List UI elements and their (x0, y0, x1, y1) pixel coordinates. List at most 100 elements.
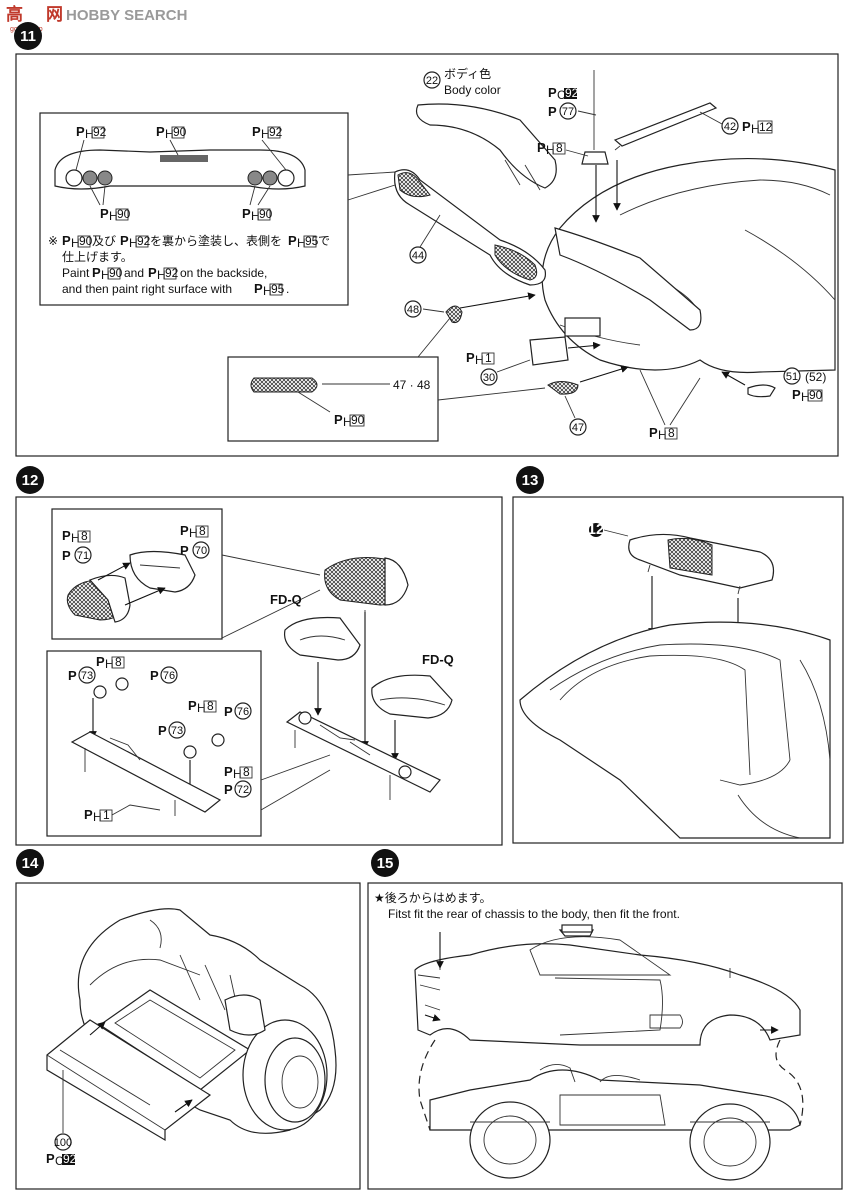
svg-text:11: 11 (20, 28, 36, 45)
svg-text:P: P (792, 387, 801, 402)
inset-ph92-left-label: P H 92 (76, 124, 107, 141)
svg-text:77: 77 (562, 106, 574, 118)
svg-text:H: H (297, 236, 306, 250)
svg-text:P: P (62, 233, 71, 248)
svg-text:H: H (251, 209, 260, 223)
svg-text:H: H (263, 284, 272, 298)
inset-ph92-right-label: P H 92 (252, 124, 283, 141)
svg-text:P: P (92, 265, 101, 280)
svg-text:22: 22 (426, 75, 438, 87)
light-bar-assembled (628, 533, 775, 595)
svg-text:H: H (189, 526, 198, 540)
svg-text:P: P (254, 281, 263, 296)
svg-text:H: H (801, 390, 810, 404)
inset-light-bar (39, 112, 349, 306)
svg-text:P: P (252, 124, 261, 139)
svg-text:H: H (751, 122, 760, 136)
svg-text:FD-Q: FD-Q (270, 592, 302, 607)
paint-note: ※ P H 90 及び P H 92 を裏から塗装し、表側を P H 95 で … (48, 233, 330, 298)
svg-text:P: P (188, 698, 197, 713)
svg-text:P: P (148, 265, 157, 280)
part-48: 48 (404, 292, 536, 323)
svg-text:★後ろからはめます。: ★後ろからはめます。 (374, 891, 492, 905)
part-30-plate: P H 1 30 (466, 336, 601, 386)
chassis-side (429, 1064, 801, 1181)
svg-text:H: H (165, 127, 174, 141)
svg-text:71: 71 (77, 550, 89, 562)
svg-text:P: P (68, 668, 77, 683)
svg-text:8: 8 (199, 524, 206, 538)
car-body-side (414, 924, 801, 1046)
svg-text:8: 8 (243, 765, 250, 779)
car-rear-view (541, 158, 836, 374)
svg-text:92: 92 (93, 125, 107, 139)
inset-light-lens (227, 356, 439, 442)
svg-text:P: P (224, 704, 233, 719)
part-44-light-bar: 44 (393, 169, 547, 286)
svg-text:H: H (197, 701, 206, 715)
step-11-panel: 11 P H 92 P H 90 P H 92 (14, 22, 839, 457)
svg-text:P: P (334, 412, 343, 427)
part-77-antenna: P C 92 P 77 P H 8 (537, 70, 609, 165)
svg-text:and then paint right surface w: and then paint right surface with (62, 282, 232, 296)
svg-text:H: H (233, 767, 242, 781)
svg-text:95: 95 (305, 234, 319, 248)
step-15-panel: 15 ★後ろからはめます。 Fitst fit the rear of chas… (367, 849, 843, 1190)
step-badge-12 (16, 466, 44, 494)
step-badge-13 (516, 466, 544, 494)
svg-text:90: 90 (351, 413, 365, 427)
svg-text:网: 网 (46, 5, 63, 25)
part-100-bumper: 100 P C 92 (46, 1019, 212, 1168)
svg-text:P: P (242, 206, 251, 221)
svg-text:30: 30 (483, 372, 495, 384)
svg-text:90: 90 (173, 125, 187, 139)
svg-text:12: 12 (759, 120, 773, 134)
svg-text:P: P (62, 528, 71, 543)
svg-text:P: P (224, 764, 233, 779)
svg-text:P: P (96, 654, 105, 669)
inset-ph90-bl-label: P H 90 (100, 206, 131, 223)
svg-text:H: H (101, 268, 110, 282)
svg-text:P: P (742, 119, 751, 134)
svg-text:P: P (46, 1151, 55, 1166)
part-47: 47 (547, 365, 629, 436)
svg-text:P: P (466, 350, 475, 365)
svg-text:HOBBY SEARCH: HOBBY SEARCH (66, 7, 187, 24)
svg-text:H: H (105, 657, 114, 671)
svg-text:を裏から塗装し、表側を: を裏から塗装し、表側を (150, 233, 282, 248)
svg-text:76: 76 (237, 706, 249, 718)
svg-text:8: 8 (207, 699, 214, 713)
svg-text:90: 90 (259, 207, 273, 221)
svg-text:H: H (546, 143, 555, 157)
svg-text:90: 90 (809, 388, 823, 402)
svg-text:.: . (286, 282, 289, 296)
svg-text:90: 90 (79, 234, 93, 248)
svg-text:1: 1 (103, 808, 110, 822)
svg-text:92: 92 (269, 125, 283, 139)
svg-text:12: 12 (22, 472, 39, 489)
step-badge-15 (371, 849, 399, 877)
svg-text:76: 76 (163, 670, 175, 682)
svg-text:H: H (475, 353, 484, 367)
part-42-wiper: 42 P H 12 (613, 102, 773, 151)
svg-text:C: C (557, 88, 566, 102)
svg-text:P: P (548, 85, 557, 100)
svg-text:8: 8 (81, 529, 88, 543)
svg-text:及び: 及び (92, 234, 116, 248)
svg-text:P: P (548, 104, 557, 119)
svg-text:73: 73 (81, 670, 93, 682)
svg-text:H: H (93, 810, 102, 824)
step-13-panel: 13 12 (512, 466, 844, 844)
svg-text:H: H (129, 236, 138, 250)
svg-text:73: 73 (171, 725, 183, 737)
svg-text:P: P (76, 124, 85, 139)
svg-text:H: H (71, 236, 80, 250)
part-22-wing: 22 ボディ色 Body color (415, 66, 557, 191)
svg-text:14: 14 (22, 855, 39, 872)
svg-text:P: P (158, 723, 167, 738)
svg-text:and: and (124, 266, 144, 280)
step-14-panel: 14 100 P C 92 (15, 849, 361, 1190)
svg-text:P: P (649, 425, 658, 440)
svg-text:Fitst fit the rear of chassis: Fitst fit the rear of chassis to the bod… (388, 907, 680, 921)
